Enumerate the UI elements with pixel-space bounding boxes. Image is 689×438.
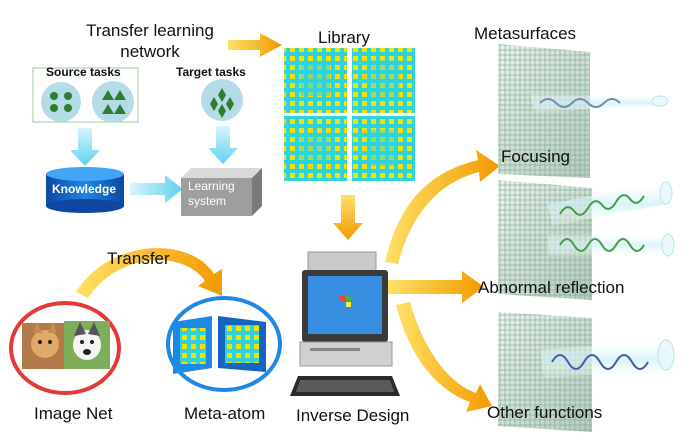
arrow-network-to-library: [228, 33, 282, 57]
arrow-target-to-system: [208, 126, 238, 164]
transfer-label: Transfer: [107, 249, 170, 268]
network-title-line2: network: [120, 42, 180, 61]
arrow-source-to-knowledge: [70, 128, 100, 166]
arrow-library-to-design: [333, 195, 363, 240]
network-title: Transfer learning network: [70, 20, 230, 62]
box-system-icon: [181, 168, 262, 216]
library-tiles: [284, 48, 415, 181]
target-tasks-circle: [201, 79, 243, 121]
learning-system-line2: system: [188, 194, 227, 208]
abnormal-reflection-label: Abnormal reflection: [478, 278, 625, 297]
metasurfaces-label: Metasurfaces: [474, 24, 577, 43]
arrows-to-metasurfaces: [385, 150, 500, 412]
learning-system-label: Learning system: [188, 179, 235, 209]
library-label: Library: [318, 28, 370, 47]
learning-system-line1: Learning: [188, 179, 235, 193]
knowledge-label: Knowledge: [52, 182, 117, 196]
focusing-label: Focusing: [501, 147, 570, 166]
metasurface-panel-icon: [498, 180, 675, 300]
metasurface-panel-icon: [498, 44, 669, 178]
network-title-line1: Transfer learning: [86, 21, 214, 40]
meta-atom-label: Meta-atom: [184, 404, 266, 423]
arrow-knowledge-to-system: [130, 175, 183, 203]
metasurface-panel-icon: [498, 312, 675, 432]
image-net-label: Image Net: [34, 404, 113, 423]
transfer-arrow: [76, 248, 222, 298]
cylinder-database-icon: [46, 167, 124, 213]
source-tasks-label: Source tasks: [46, 65, 121, 79]
target-tasks-label: Target tasks: [176, 65, 246, 79]
meta-atom-group: [166, 296, 282, 392]
computer-icon: [290, 251, 400, 396]
source-tasks-circles: [41, 81, 134, 123]
source-tasks-box: [32, 67, 139, 123]
dog-cat-photo-icon: [9, 301, 121, 395]
other-functions-label: Other functions: [487, 403, 603, 422]
inverse-design-label: Inverse Design: [296, 406, 410, 425]
